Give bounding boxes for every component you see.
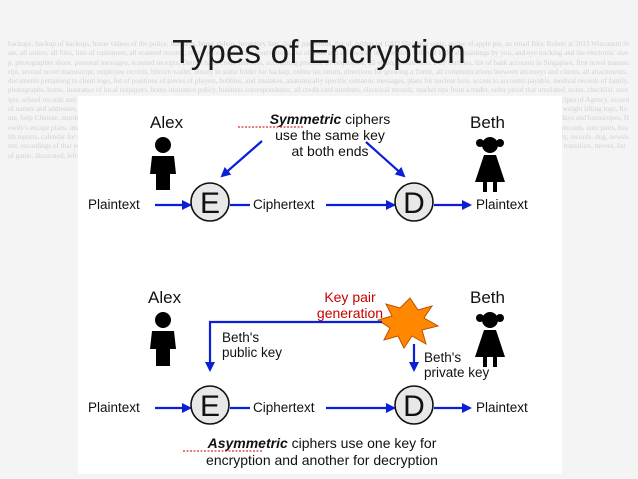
slide-title: Types of Encryption: [172, 33, 466, 70]
sym-key-arrow-left: [220, 140, 263, 178]
alex-person-icon-2: [150, 312, 176, 366]
beth-person-icon-2: [475, 312, 505, 367]
public-key-arrow: [205, 320, 382, 372]
private-key-label-line1: Beth's: [424, 350, 461, 365]
sym-receiver-label: Beth: [470, 113, 505, 132]
sym-key-arrow-right: [365, 141, 406, 178]
asym-ciphertext: Ciphertext: [253, 400, 315, 415]
keygen-label-line1: Key pair: [324, 289, 376, 305]
asymmetric-section: Alex Beth Key pair generation Beth's pub…: [88, 288, 528, 468]
sym-caption-line3: at both ends: [291, 143, 368, 159]
asym-plaintext-out: Plaintext: [476, 400, 528, 415]
sym-decrypt-label: D: [403, 187, 425, 220]
sym-plaintext-out: Plaintext: [476, 197, 528, 212]
sym-encrypt-label: E: [200, 187, 220, 220]
asym-sender-label: Alex: [148, 288, 182, 307]
sym-caption-line2: use the same key: [275, 127, 385, 143]
beth-person-icon: [475, 137, 505, 192]
asym-decrypt-node: [394, 385, 434, 425]
public-key-label-line1: Beth's: [222, 330, 259, 345]
private-key-label-line2: private key: [424, 365, 490, 380]
sym-decrypt-node: [394, 182, 434, 222]
keygen-burst-icon: [376, 297, 440, 349]
asym-receiver-label: Beth: [470, 288, 505, 307]
sym-ciphertext: Ciphertext: [253, 197, 315, 212]
asym-caption-line1: Asymmetric ciphers use one key for: [207, 435, 437, 451]
asym-decrypt-label: D: [403, 390, 425, 423]
keygen-label-line2: generation: [317, 305, 383, 321]
asym-plaintext-in: Plaintext: [88, 400, 140, 415]
alex-person-icon: [150, 137, 176, 190]
symmetric-section: Alex Beth Symmetric ciphers use the same…: [88, 111, 528, 222]
sym-plaintext-in: Plaintext: [88, 197, 140, 212]
sym-sender-label: Alex: [150, 113, 184, 132]
asym-encrypt-label: E: [200, 390, 220, 423]
sym-encrypt-node: [190, 182, 230, 222]
asym-caption-line2: encryption and another for decryption: [206, 452, 438, 468]
sym-caption-line1: Symmetric ciphers: [270, 111, 391, 127]
public-key-label-line2: public key: [222, 345, 282, 360]
asym-encrypt-node: [190, 385, 230, 425]
